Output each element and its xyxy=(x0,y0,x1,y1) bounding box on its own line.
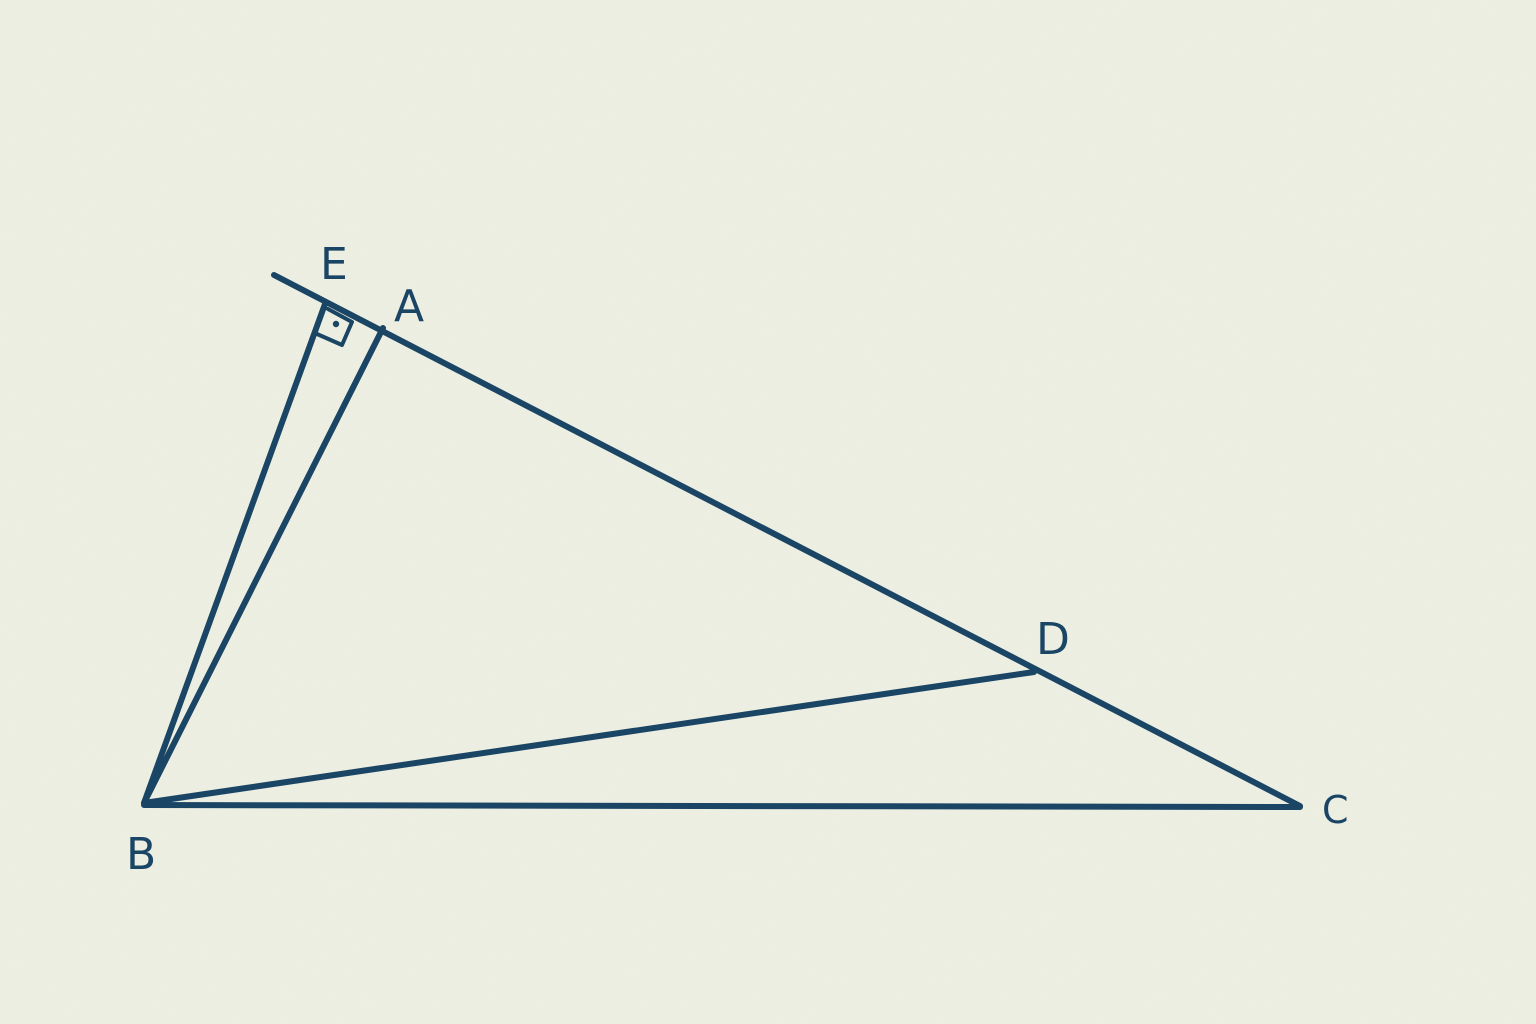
segment-ba xyxy=(141,325,386,806)
right-angle-marker xyxy=(315,307,354,347)
segment-bc xyxy=(141,802,1303,810)
right-angle-dot xyxy=(332,320,340,328)
segment-bd xyxy=(141,669,1037,806)
label-a: A xyxy=(394,281,424,332)
label-c: C xyxy=(1322,788,1349,832)
label-b: B xyxy=(126,829,156,880)
line-ec xyxy=(271,272,1303,809)
segment-be xyxy=(141,301,328,806)
label-e: E xyxy=(320,239,348,290)
label-d: D xyxy=(1036,614,1070,665)
